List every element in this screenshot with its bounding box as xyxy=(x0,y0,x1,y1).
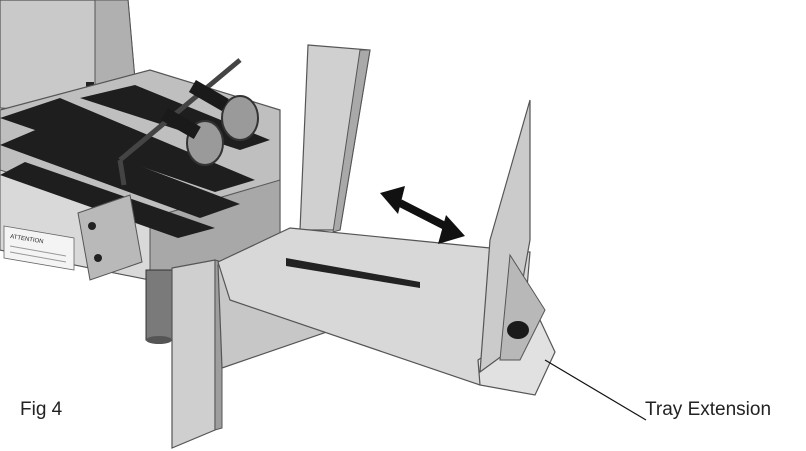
side-bracket xyxy=(77,194,143,281)
figure-caption: Fig 4 xyxy=(20,399,63,420)
callout-leader-line xyxy=(544,359,647,421)
back-guide xyxy=(299,44,371,233)
tray-extension-label: Tray Extension xyxy=(645,399,772,420)
tray-deck xyxy=(217,227,531,386)
double-arrow-icon xyxy=(380,186,465,244)
guide-knob-icon[interactable] xyxy=(507,321,529,339)
attention-label-title: ATTENTION xyxy=(10,234,44,245)
front-guide xyxy=(479,99,546,374)
motor-post xyxy=(145,269,173,344)
roller-assembly xyxy=(117,58,259,186)
support-leg xyxy=(171,259,223,449)
attention-label xyxy=(3,225,75,271)
